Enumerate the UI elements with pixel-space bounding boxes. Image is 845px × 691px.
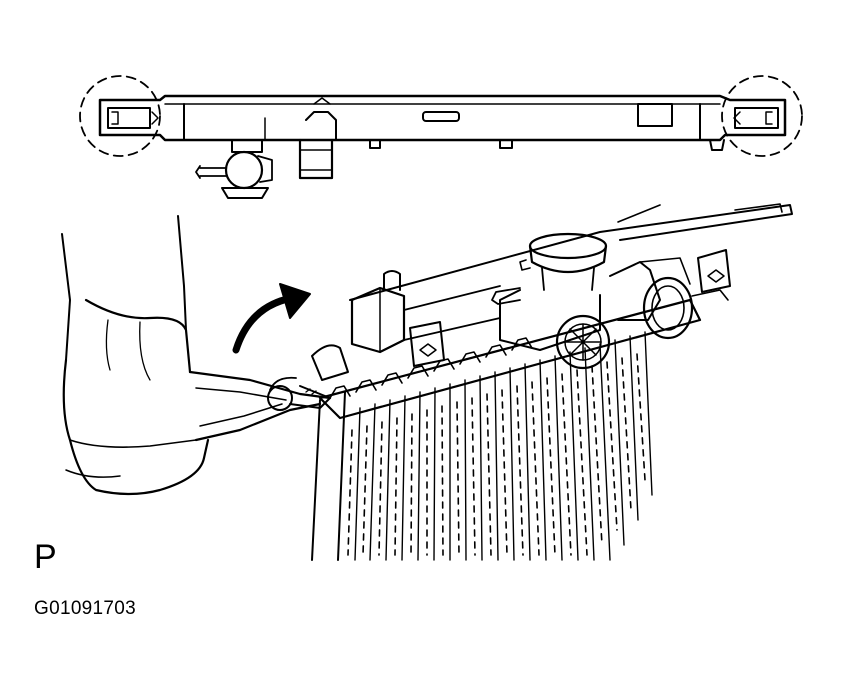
radiator-core [311, 298, 702, 561]
hand-with-pliers [61, 215, 349, 496]
view-label: P [34, 538, 57, 576]
upper-tank-overview [79, 75, 803, 199]
rotation-direction-arrow [232, 283, 311, 354]
radiator-upper-tank [349, 203, 793, 370]
figure-code: G01091703 [34, 598, 137, 619]
